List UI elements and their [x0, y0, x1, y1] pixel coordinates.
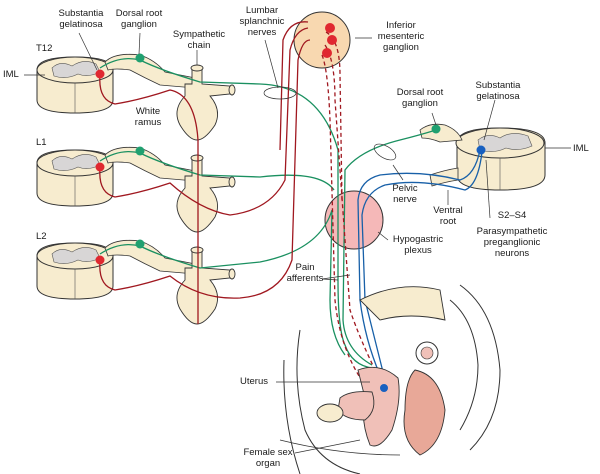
- label-dorsal-root-ganglion-left: Dorsal root ganglion: [115, 8, 163, 30]
- label-t12: T12: [36, 43, 53, 54]
- label-lumbar-splanchnic-nerves: Lumbar splanchnic nerves: [239, 5, 285, 38]
- label-white-ramus: White ramus: [134, 106, 162, 128]
- sympathetic-efferent-pathways: [99, 21, 381, 386]
- neuron-img-2: [327, 35, 337, 45]
- label-l1: L1: [36, 137, 47, 148]
- label-dorsal-root-ganglion-right: Dorsal root ganglion: [396, 87, 444, 109]
- parasympathetic-pathways: [357, 149, 483, 381]
- sympathetic-chain: [176, 64, 236, 325]
- neurons: [95, 23, 486, 392]
- splanchnic-nerve-ring: [263, 86, 297, 100]
- label-substantia-gelatinosa-left: Substantia gelatinosa: [58, 8, 104, 30]
- neuron-t12-drg: [135, 53, 145, 63]
- label-iml-right: IML: [573, 143, 589, 154]
- neuron-l1-iml: [95, 162, 105, 172]
- label-pelvic-nerve: Pelvic nerve: [392, 183, 418, 205]
- label-l2: L2: [36, 231, 47, 242]
- label-parasympathetic-preganglionic-neurons: Parasympathetic preganglionic neurons: [476, 226, 548, 259]
- spinal-segment-l2: [36, 242, 114, 300]
- neuron-uterine-blue: [380, 384, 388, 392]
- label-s2-s4: S2–S4: [497, 210, 527, 221]
- neuron-t12-iml: [95, 69, 105, 79]
- neuron-img-1: [325, 23, 335, 33]
- neuron-l2-drg: [135, 239, 145, 249]
- dorsal-roots-left: [104, 53, 196, 275]
- label-inferior-mesenteric-ganglion: Inferior mesenteric ganglion: [377, 20, 425, 53]
- spinal-segment-sacral: [419, 123, 546, 191]
- label-hypogastric-plexus: Hypogastric plexus: [392, 234, 444, 256]
- label-female-sex-organ: Female sex organ: [243, 447, 293, 469]
- label-substantia-gelatinosa-right: Substantia gelatinosa: [475, 80, 521, 102]
- pelvic-nerve-ring: [373, 143, 397, 161]
- neuron-l1-drg: [135, 146, 145, 156]
- spinal-segment-t12: [36, 56, 114, 114]
- label-sympathetic-chain: Sympathetic chain: [172, 29, 226, 51]
- label-iml-left: IML: [3, 69, 19, 80]
- neuron-img-3: [322, 48, 332, 58]
- inferior-mesenteric-ganglion: [293, 11, 351, 69]
- label-uterus: Uterus: [240, 376, 268, 387]
- spinal-segment-l1: [36, 149, 114, 207]
- neuron-sacral-drg: [431, 124, 441, 134]
- pelvic-anatomy: [279, 284, 501, 474]
- neuron-sacral-parasymp: [476, 145, 486, 155]
- hypogastric-plexus: [324, 190, 384, 250]
- label-pain-afferents: Pain afferents: [286, 262, 324, 284]
- leader-lines: [24, 32, 571, 454]
- label-ventral-root: Ventral root: [433, 205, 463, 227]
- neuron-l2-iml: [95, 255, 105, 265]
